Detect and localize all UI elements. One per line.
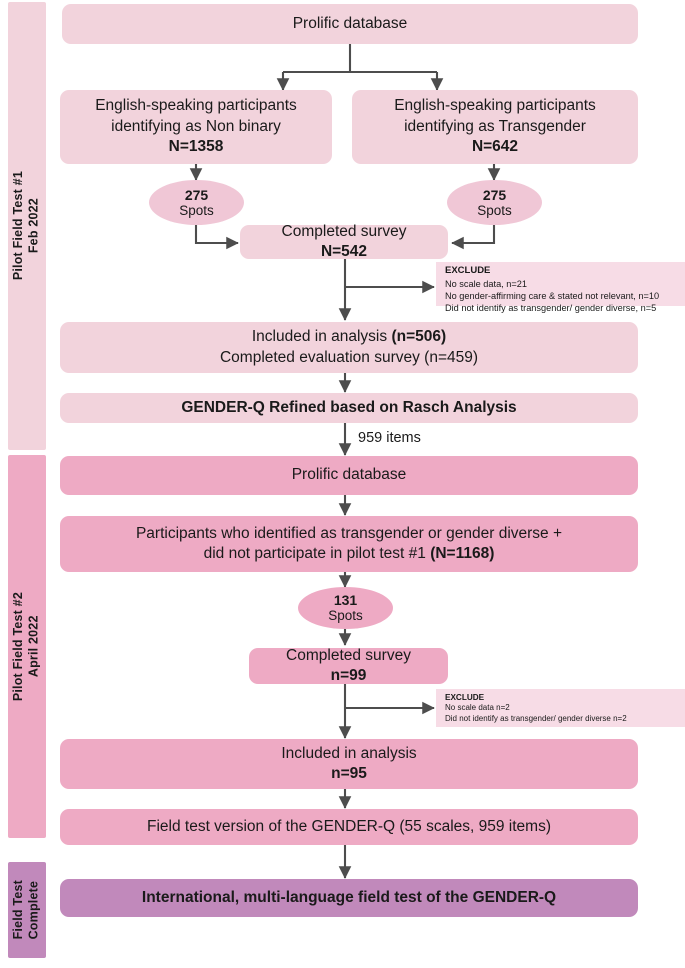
exclude-panel-1: EXCLUDE No scale data, n=21 No gender-af… [436, 262, 685, 313]
node-spots-2-caption: Spots [328, 608, 363, 624]
node-participants-pilot-2-line-1: Participants who identified as transgend… [135, 524, 563, 542]
caption-959-items-label: 959 items [358, 430, 421, 446]
node-spots-left-number: 275 [184, 186, 209, 203]
node-included-in-analysis-2: Included in analysis n=95 [60, 739, 638, 789]
node-transgender-line-1: English-speaking participants [394, 97, 596, 115]
node-nonbinary-participants: English-speaking participants identifyin… [60, 90, 332, 164]
node-international-field-test: International, multi-language field test… [60, 879, 638, 917]
rail-pilot-field-test-1-label: Pilot Field Test #1 Feb 2022 [11, 171, 41, 281]
node-included-in-analysis-1-line-1: Included in analysis (n=506) [252, 327, 446, 347]
exclude-panel-1-row-3: Did not identify as transgender/ gender … [445, 303, 657, 314]
node-spots-right-caption: Spots [477, 202, 512, 218]
node-completed-survey-1: Completed survey N=542 [240, 222, 448, 260]
rail-pilot-field-test-1: Pilot Field Test #1 Feb 2022 [8, 2, 46, 450]
node-completed-survey-2-count: n=99 [330, 667, 367, 684]
node-field-test-version-label: Field test version of the GENDER-Q (55 s… [146, 817, 551, 835]
node-completed-survey-1-count: N=542 [320, 243, 368, 260]
node-prolific-database-1: Prolific database [62, 4, 638, 44]
node-included-1-text: Included in analysis [251, 328, 392, 346]
rail-pilot-field-test-2: Pilot Field Test #2 April 2022 [8, 455, 46, 838]
exclude-panel-2-row-1: No scale data n=2 [445, 703, 510, 713]
node-prolific-database-1-label: Prolific database [292, 14, 408, 32]
exclude-panel-2-heading: EXCLUDE [445, 693, 485, 702]
rail-pilot-field-test-2-label: Pilot Field Test #2 April 2022 [11, 591, 41, 702]
caption-959-items: 959 items [358, 430, 421, 446]
node-nonbinary-line-2: identifying as Non binary [111, 117, 281, 135]
node-international-field-test-label: International, multi-language field test… [141, 888, 557, 906]
exclude-panel-2: EXCLUDE No scale data n=2 Did not identi… [436, 689, 685, 727]
node-completed-survey-2-label: Completed survey [286, 646, 411, 664]
node-gender-q-refined-label: GENDER-Q Refined based on Rasch Analysis [181, 398, 517, 416]
exclude-panel-2-row-2: Did not identify as transgender/ gender … [445, 713, 627, 723]
rail-field-test-complete-label: Field Test Complete [11, 880, 41, 940]
node-prolific-database-2: Prolific database [60, 456, 638, 495]
node-transgender-count: N=642 [471, 138, 519, 156]
node-nonbinary-count: N=1358 [168, 138, 224, 156]
node-field-test-version: Field test version of the GENDER-Q (55 s… [60, 809, 638, 845]
node-spots-2: 131 Spots [298, 587, 393, 629]
exclude-panel-1-row-1: No scale data, n=21 [445, 278, 527, 289]
node-nonbinary-line-1: English-speaking participants [95, 97, 297, 115]
node-spots-right-number: 275 [482, 186, 507, 203]
node-transgender-participants: English-speaking participants identifyin… [352, 90, 638, 164]
node-spots-left-caption: Spots [179, 202, 214, 218]
node-spots-left: 275 Spots [149, 180, 244, 225]
node-completed-survey-1-label: Completed survey [281, 222, 407, 240]
node-participants-pilot-2-count: (N=1168) [430, 545, 495, 562]
node-included-in-analysis-1: Included in analysis (n=506) Completed e… [60, 322, 638, 373]
node-spots-2-number: 131 [333, 592, 358, 609]
node-participants-pilot-2-line-2: did not participate in pilot test #1 (N=… [204, 544, 495, 564]
node-gender-q-refined: GENDER-Q Refined based on Rasch Analysis [60, 393, 638, 423]
node-included-in-analysis-2-count: n=95 [331, 765, 367, 782]
exclude-panel-1-heading: EXCLUDE [445, 265, 491, 276]
rail-field-test-complete: Field Test Complete [8, 862, 46, 958]
node-spots-right: 275 Spots [447, 180, 542, 225]
node-transgender-line-2: identifying as Transgender [404, 117, 586, 135]
node-completed-survey-2: Completed survey n=99 [249, 646, 448, 684]
node-included-in-analysis-1-line-2: Completed evaluation survey (n=459) [219, 348, 479, 366]
node-participants-pilot-2-text: did not participate in pilot test #1 [203, 545, 431, 562]
node-included-in-analysis-2-label: Included in analysis [281, 744, 417, 762]
node-participants-pilot-2: Participants who identified as transgend… [60, 516, 638, 572]
node-prolific-database-2-label: Prolific database [291, 466, 407, 484]
exclude-panel-1-row-2: No gender-affirming care & stated not re… [445, 291, 660, 302]
node-included-1-count: (n=506) [391, 328, 447, 346]
